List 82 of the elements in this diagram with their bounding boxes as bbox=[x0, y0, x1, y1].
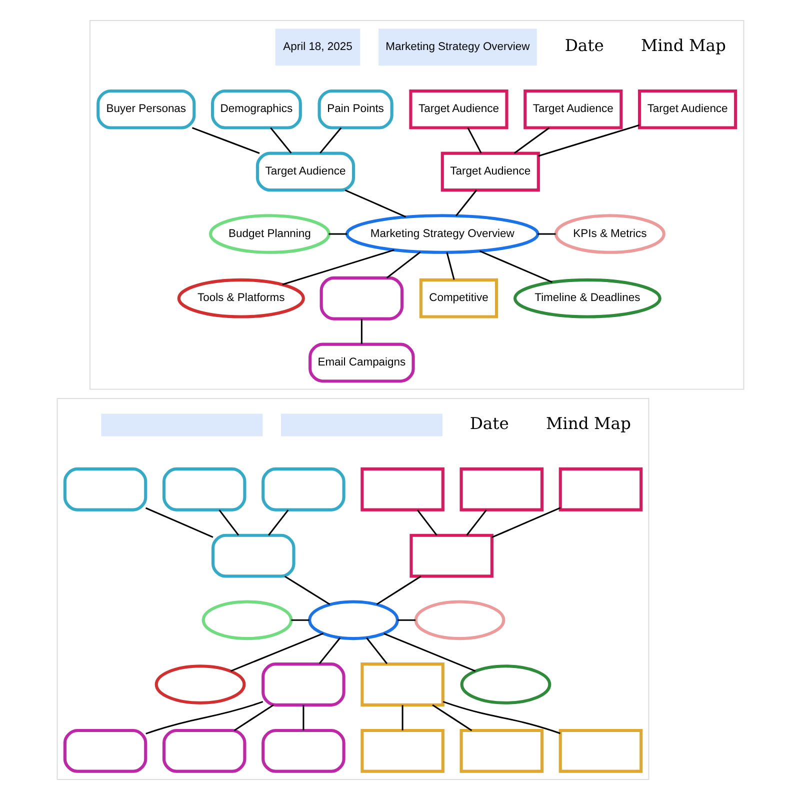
node-box bbox=[162, 728, 246, 773]
connector bbox=[270, 127, 292, 154]
cluster bbox=[88, 20, 744, 390]
connector bbox=[282, 249, 394, 286]
connector bbox=[290, 619, 309, 621]
node-box: Target Audience bbox=[255, 152, 355, 192]
node-box: Marketing Strategy Overview bbox=[378, 28, 536, 66]
node-box bbox=[360, 467, 444, 512]
connector bbox=[218, 510, 239, 536]
connector bbox=[284, 576, 330, 606]
cluster bbox=[56, 398, 649, 780]
node-box bbox=[62, 467, 147, 512]
connector bbox=[376, 576, 421, 606]
node-ellipse bbox=[414, 600, 505, 640]
node-box bbox=[459, 728, 544, 773]
node-ellipse: Timeline & Deadlines bbox=[512, 278, 661, 318]
node-ellipse: KPIs & Metrics bbox=[554, 214, 665, 254]
node-box bbox=[280, 414, 442, 436]
node-box: April 18, 2025 bbox=[274, 28, 360, 66]
connector bbox=[386, 251, 420, 278]
node-ellipse bbox=[201, 600, 292, 640]
node-box bbox=[62, 728, 147, 773]
connector bbox=[513, 127, 550, 154]
node-ellipse: Tools & Platforms bbox=[176, 278, 304, 318]
connector bbox=[446, 252, 454, 280]
connector bbox=[268, 510, 288, 536]
node-box bbox=[100, 414, 262, 436]
connector bbox=[145, 700, 263, 734]
node-box: Target Audience bbox=[408, 89, 508, 130]
node-box bbox=[360, 662, 444, 706]
node-box: Target Audience bbox=[440, 152, 540, 192]
node-box bbox=[162, 467, 246, 512]
connector bbox=[144, 507, 213, 538]
node-box bbox=[261, 662, 345, 706]
node-ellipse bbox=[154, 664, 246, 704]
node-box bbox=[211, 534, 295, 578]
connector bbox=[230, 632, 324, 672]
node-box: Demographics bbox=[210, 89, 302, 130]
connector bbox=[397, 619, 415, 621]
connector bbox=[538, 124, 640, 157]
node-ellipse: Marketing Strategy Overview bbox=[344, 214, 539, 254]
connector bbox=[466, 510, 486, 536]
node-box: Email Campaigns bbox=[308, 342, 414, 383]
connector bbox=[318, 637, 340, 664]
connector bbox=[432, 704, 472, 732]
node-box bbox=[319, 276, 404, 320]
node-box bbox=[459, 467, 544, 512]
node-box: Competitive bbox=[418, 278, 498, 318]
node-box bbox=[558, 467, 642, 512]
connector bbox=[366, 637, 388, 664]
connector bbox=[401, 705, 403, 730]
connector bbox=[466, 127, 482, 154]
node-ellipse: Budget Planning bbox=[208, 214, 330, 254]
connector bbox=[328, 233, 346, 235]
node-ellipse bbox=[308, 600, 398, 640]
node-box bbox=[558, 728, 642, 773]
node-box: Target Audience bbox=[638, 89, 737, 130]
connector bbox=[416, 510, 437, 536]
node-box bbox=[360, 728, 444, 773]
connector bbox=[478, 250, 552, 283]
node-ellipse bbox=[460, 664, 551, 704]
connector bbox=[319, 127, 342, 154]
node-box: Buyer Personas bbox=[96, 89, 196, 130]
connector bbox=[454, 190, 477, 216]
connector bbox=[491, 507, 560, 538]
label: Date bbox=[469, 414, 508, 433]
label: Mind Map bbox=[640, 36, 726, 55]
connector bbox=[383, 632, 476, 672]
node-box: Pain Points bbox=[317, 89, 393, 130]
node-box bbox=[409, 534, 493, 578]
connector bbox=[233, 704, 274, 732]
label: Date bbox=[564, 36, 604, 55]
node-box bbox=[261, 728, 345, 773]
connector bbox=[302, 705, 304, 730]
label: Mind Map bbox=[545, 414, 630, 433]
connector bbox=[344, 189, 406, 218]
node-box: Target Audience bbox=[523, 89, 622, 130]
connector bbox=[537, 233, 556, 235]
connector bbox=[360, 319, 362, 344]
connector bbox=[191, 127, 260, 154]
node-box bbox=[261, 467, 345, 512]
connector bbox=[442, 701, 560, 734]
